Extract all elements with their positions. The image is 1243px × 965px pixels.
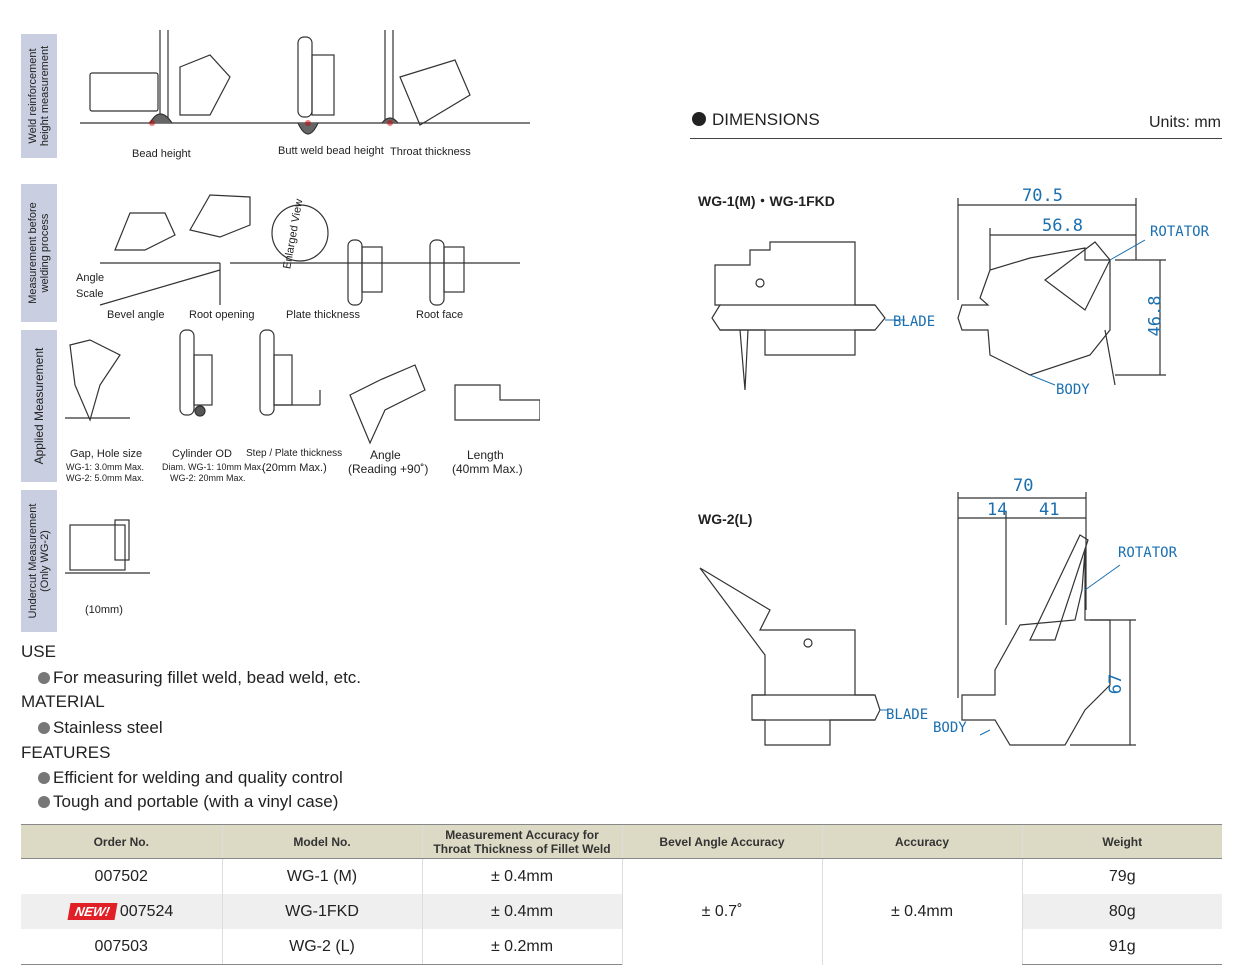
dim-70: 70 bbox=[1013, 476, 1034, 496]
caption-throat: Throat thickness bbox=[390, 146, 471, 158]
blade-label-1: BLADE bbox=[893, 314, 936, 330]
sidebar-before-welding: Measurement before welding process bbox=[21, 184, 57, 322]
sidebar-undercut: Undercut Measurement (Only WG-2) bbox=[21, 490, 57, 632]
model-label-wg2: WG-2(L) bbox=[698, 511, 753, 527]
caption-bead-height: Bead height bbox=[132, 148, 191, 160]
sidebar-label: Applied Measurement bbox=[32, 347, 46, 465]
model-no: WG-2 (L) bbox=[221, 929, 422, 965]
sidebar-label: Weld reinforcement height measurement bbox=[27, 45, 51, 147]
sidebar-weld-reinforcement: Weld reinforcement height measurement bbox=[21, 34, 57, 158]
caption-undercut-max: (10mm) bbox=[85, 604, 123, 616]
units-label: Units: mm bbox=[1149, 114, 1221, 131]
caption-gap-wg1: WG-1: 3.0mm Max. bbox=[66, 462, 145, 472]
dimension-drawings bbox=[699, 198, 1166, 746]
spec-table: Order No. Model No. Measurement Accuracy… bbox=[21, 824, 1222, 965]
dim-46-8: 46.8 bbox=[1145, 295, 1166, 337]
caption-gap-wg2: WG-2: 5.0mm Max. bbox=[66, 473, 145, 483]
body-label-2: BODY bbox=[933, 720, 967, 736]
bevel-accuracy: ± 0.7˚ bbox=[621, 858, 822, 965]
dim-70-5: 70.5 bbox=[1022, 186, 1063, 206]
features-title: FEATURES bbox=[21, 743, 111, 762]
weld-illustrations bbox=[65, 30, 540, 574]
caption-cyl-wg2: WG-2: 20mm Max. bbox=[170, 473, 246, 483]
use-title: USE bbox=[21, 642, 56, 661]
dim-56-8: 56.8 bbox=[1042, 216, 1083, 236]
dim-41: 41 bbox=[1039, 500, 1060, 520]
sidebar-label: Undercut Measurement (Only WG-2) bbox=[27, 503, 51, 619]
caption-gap-hole: Gap, Hole size bbox=[70, 448, 143, 460]
order-no: 007503 bbox=[21, 929, 222, 965]
order-no: 007502 bbox=[94, 867, 148, 885]
header-accuracy: Accuracy bbox=[821, 824, 1022, 859]
throat-accuracy: ± 0.4mm bbox=[421, 858, 622, 894]
caption-butt-weld: Butt weld bead height bbox=[278, 145, 384, 157]
weight: 80g bbox=[1021, 894, 1222, 929]
feature-item-1: Efficient for welding and quality contro… bbox=[38, 768, 343, 788]
dimensions-title: DIMENSIONS bbox=[692, 110, 820, 130]
throat-accuracy: ± 0.2mm bbox=[421, 929, 622, 965]
dim-67: 67 bbox=[1106, 673, 1127, 695]
model-label-wg1: WG-1(M)・WG-1FKD bbox=[698, 193, 835, 209]
new-badge: NEW! bbox=[67, 902, 118, 920]
caption-angle-read: (Reading +90˚) bbox=[348, 462, 429, 476]
weight: 91g bbox=[1021, 929, 1222, 965]
body-label-1: BODY bbox=[1056, 382, 1090, 398]
caption-plate-thickness: Plate thickness bbox=[286, 309, 360, 321]
header-model: Model No. bbox=[221, 824, 422, 859]
caption-root-opening: Root opening bbox=[189, 309, 255, 321]
caption-length-max: (40mm Max.) bbox=[452, 462, 523, 476]
caption-cyl-od: Cylinder OD bbox=[172, 448, 232, 460]
material-title: MATERIAL bbox=[21, 692, 105, 711]
table-header-row: Order No. Model No. Measurement Accuracy… bbox=[21, 824, 1222, 859]
header-throat: Measurement Accuracy for Throat Thicknes… bbox=[421, 824, 622, 859]
use-item: For measuring fillet weld, bead weld, et… bbox=[38, 668, 361, 688]
order-no: 007524 bbox=[119, 902, 174, 920]
header-order: Order No. bbox=[21, 824, 222, 859]
order-no-cell: NEW!007524 bbox=[21, 894, 222, 929]
caption-angle-scale: Angle Scale bbox=[76, 272, 105, 300]
caption-step-max: (20mm Max.) bbox=[262, 462, 327, 474]
dimensions-rule bbox=[690, 138, 1222, 139]
caption-root-face: Root face bbox=[416, 309, 464, 321]
header-weight: Weight bbox=[1021, 824, 1222, 859]
model-no: WG-1FKD bbox=[221, 894, 422, 929]
sidebar-label: Measurement before welding process bbox=[27, 202, 51, 304]
blade-label-2: BLADE bbox=[886, 707, 929, 723]
caption-bevel-angle: Bevel angle bbox=[107, 309, 165, 321]
caption-step: Step / Plate thickness bbox=[246, 448, 343, 459]
feature-item-2: Tough and portable (with a vinyl case) bbox=[38, 792, 338, 812]
table-row: 007502 WG-1 (M) ± 0.4mm ± 0.7˚ ± 0.4mm 7… bbox=[21, 858, 1222, 965]
weight: 79g bbox=[1021, 858, 1222, 894]
throat-accuracy: ± 0.4mm bbox=[421, 894, 622, 929]
table-row: 007503 WG-2 (L) ± 0.2mm 91g bbox=[21, 929, 1222, 965]
caption-length: Length bbox=[467, 448, 504, 462]
caption-cyl-wg1: Diam. WG-1: 10mm Max. bbox=[162, 462, 264, 472]
rotator-label-2: ROTATOR bbox=[1118, 545, 1178, 561]
accuracy: ± 0.4mm bbox=[821, 858, 1022, 965]
model-no: WG-1 (M) bbox=[221, 858, 422, 894]
header-bevel: Bevel Angle Accuracy bbox=[621, 824, 822, 859]
table-row: NEW!007524 WG-1FKD ± 0.4mm 80g bbox=[21, 894, 1222, 929]
dim-14: 14 bbox=[987, 500, 1008, 520]
material-item: Stainless steel bbox=[38, 718, 163, 738]
caption-angle: Angle bbox=[370, 448, 401, 462]
sidebar-applied: Applied Measurement bbox=[21, 330, 57, 482]
rotator-label-1: ROTATOR bbox=[1150, 224, 1210, 240]
